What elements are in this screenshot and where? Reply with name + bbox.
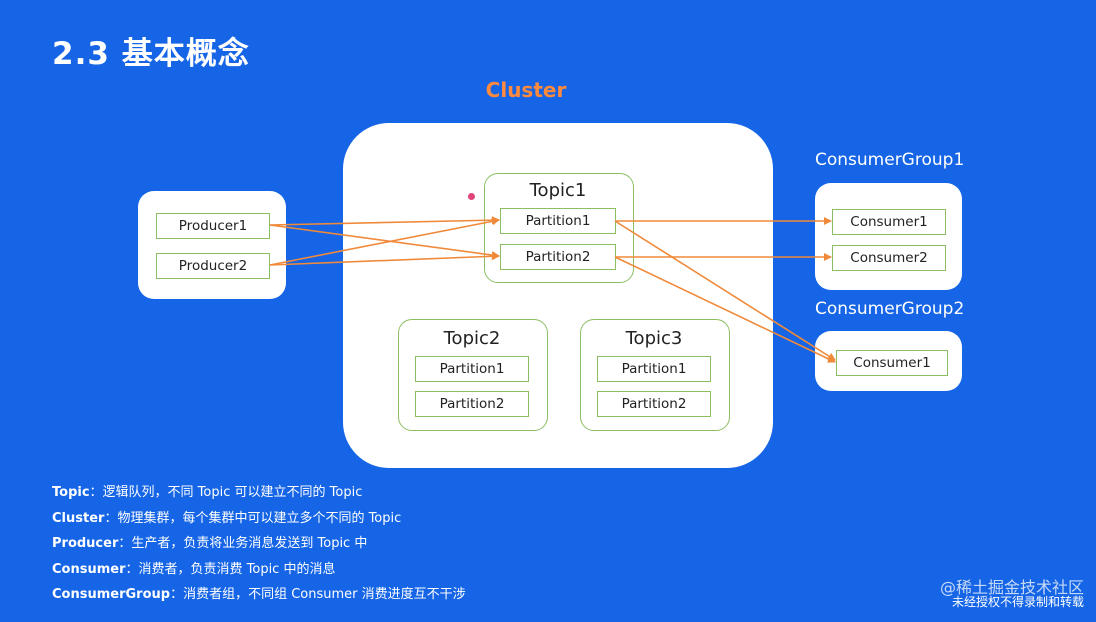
- arrow-p1-to-t1p2: [269, 224, 500, 260]
- topic-2-partition-1: Partition1: [415, 356, 529, 382]
- arrow-p2-to-t1p1: [269, 217, 500, 266]
- topic-3-partition-1: Partition1: [597, 356, 711, 382]
- consumer-group-2-title: ConsumerGroup2: [815, 299, 965, 319]
- topic-2-partition-2: Partition2: [415, 391, 529, 417]
- definition-notes: Topic：逻辑队列，不同 Topic 可以建立不同的 Topic Cluste…: [52, 484, 466, 612]
- group-2-consumer-1: Consumer1: [836, 350, 948, 376]
- pointer-dot: [468, 193, 475, 200]
- topic-2-title: Topic2: [443, 328, 501, 349]
- note-row: ConsumerGroup：消费者组，不同组 Consumer 消费进度互不干涉: [52, 587, 466, 602]
- arrow-t1p2-to-g2c1: [614, 256, 836, 363]
- group-1-consumer-1: Consumer1: [832, 209, 946, 235]
- producer-1-box: Producer1: [156, 213, 270, 239]
- slide-title: 2.3 基本概念: [52, 36, 250, 72]
- producer-2-box: Producer2: [156, 253, 270, 279]
- cluster-title: Cluster: [485, 78, 567, 102]
- note-row: Topic：逻辑队列，不同 Topic 可以建立不同的 Topic: [52, 485, 363, 500]
- producer-panel: [138, 191, 286, 299]
- consumer-group-1-title: ConsumerGroup1: [815, 150, 965, 170]
- watermark-line-2: 未经授权不得录制和转载: [951, 595, 1084, 609]
- note-row: Producer：生产者，负责将业务消息发送到 Topic 中: [52, 536, 368, 551]
- arrow-t1p1-to-g2c1: [614, 220, 836, 361]
- group-1-consumer-2: Consumer2: [832, 245, 946, 271]
- topic-1-title: Topic1: [529, 180, 587, 201]
- watermark: @稀土掘金技术社区 未经授权不得录制和转载: [940, 580, 1084, 610]
- topic-1-partition-2: Partition2: [500, 244, 616, 270]
- consumer-group-1-panel: [815, 183, 962, 290]
- note-row: Consumer：消费者，负责消费 Topic 中的消息: [52, 561, 336, 577]
- topic-3-partition-2: Partition2: [597, 391, 711, 417]
- watermark-line-1: @稀土掘金技术社区: [939, 578, 1084, 597]
- arrow-p1-to-t1p1: [269, 216, 500, 226]
- topic-1-partition-1: Partition1: [500, 208, 616, 234]
- note-row: Cluster：物理集群，每个集群中可以建立多个不同的 Topic: [52, 510, 402, 526]
- arrow-p2-to-t1p2: [269, 252, 500, 266]
- topic-3-title: Topic3: [625, 328, 683, 349]
